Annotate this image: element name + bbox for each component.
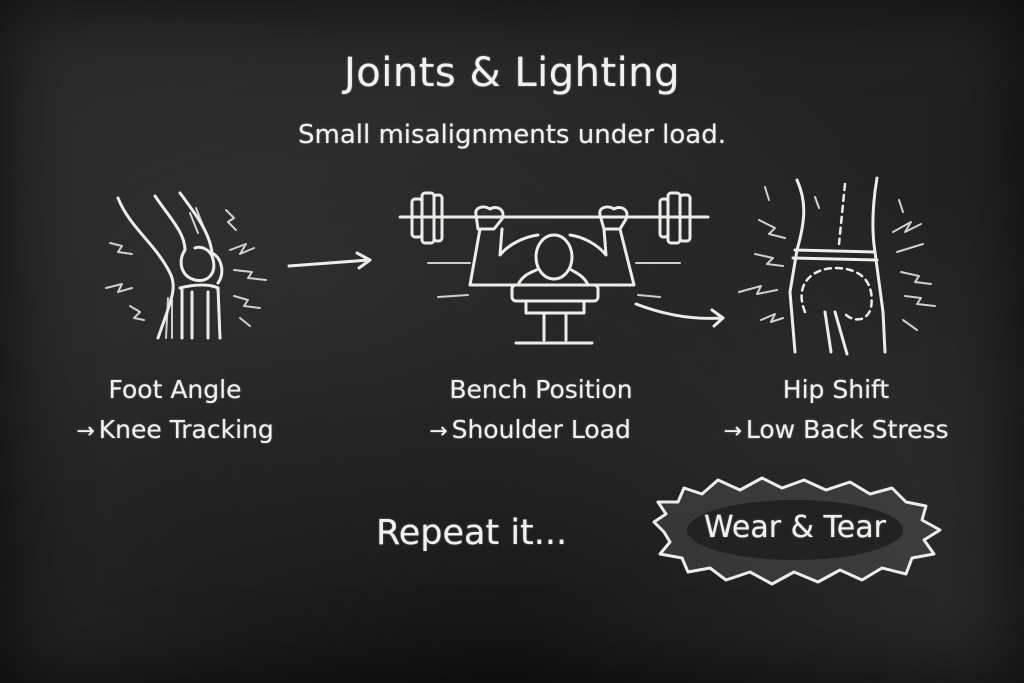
arrow-right-icon: [287, 251, 372, 270]
cause-text: Bench Position: [449, 375, 633, 404]
page-subtitle: Small misalignments under load.: [298, 120, 726, 150]
effect-text: Shoulder Load: [451, 415, 631, 444]
repeat-text: Repeat it...: [376, 513, 568, 553]
panel-bench-label: Bench Position →Shoulder Load: [400, 370, 660, 452]
panel-hip-label: Hip Shift →Low Back Stress: [700, 370, 972, 452]
page-title: Joints & Lighting: [343, 50, 681, 96]
wear-tear-text: Wear & Tear: [704, 510, 886, 545]
cause-text: Hip Shift: [782, 375, 890, 404]
effect-line: →Knee Tracking: [50, 410, 300, 452]
effect-line: →Low Back Stress: [700, 410, 972, 452]
arrow-icon: →: [429, 419, 448, 444]
panel-knee-label: Foot Angle →Knee Tracking: [50, 370, 300, 452]
effect-line: →Shoulder Load: [400, 410, 660, 452]
effect-text: Low Back Stress: [745, 415, 949, 444]
knee-joint-icon: [105, 191, 267, 340]
bench-press-icon: [398, 191, 710, 345]
wear-tear-badge: Wear & Tear: [644, 472, 946, 588]
arrow-icon: →: [76, 419, 95, 444]
cause-text: Foot Angle: [108, 375, 242, 404]
jagged-cloud-icon: [652, 476, 942, 586]
arrow-icon: →: [723, 419, 742, 444]
hip-torso-icon: [738, 176, 936, 356]
arrow-curved-icon: [634, 302, 725, 328]
effect-text: Knee Tracking: [98, 415, 274, 444]
